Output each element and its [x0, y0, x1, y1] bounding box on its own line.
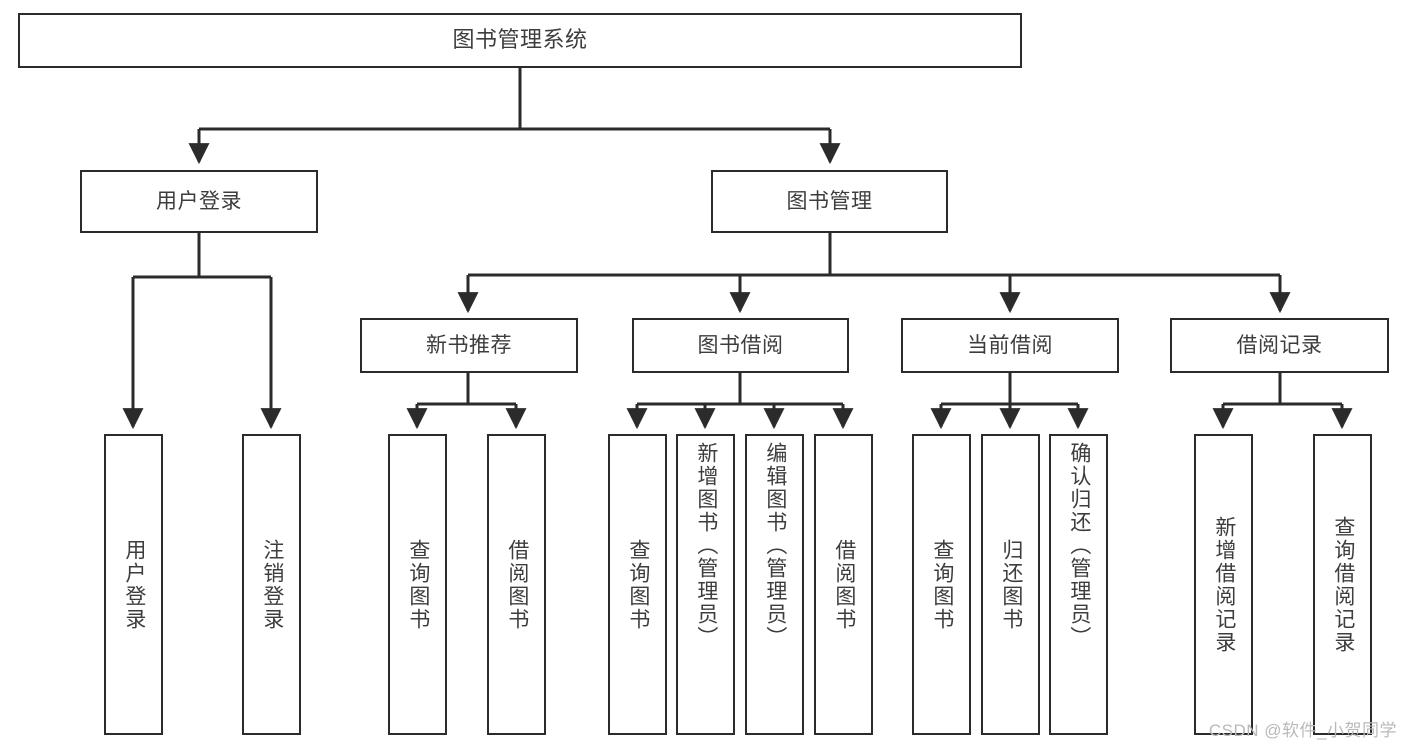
leaf-borrow-book[interactable]: 借阅图书 [814, 434, 873, 735]
node-label: 图书管理系统 [452, 27, 588, 53]
node-book-borrow[interactable]: 图书借阅 [632, 318, 849, 373]
node-label: 编辑图书（管理员） [763, 442, 787, 649]
leaf-confirm-return-admin[interactable]: 确认归还（管理员） [1049, 434, 1108, 735]
node-label: 用户登录 [156, 189, 242, 213]
node-label: 当前借阅 [967, 333, 1053, 357]
node-new-book-recommend[interactable]: 新书推荐 [360, 318, 578, 373]
node-label: 图书借阅 [697, 333, 784, 357]
node-label: 查询图书 [626, 538, 650, 631]
node-book-management[interactable]: 图书管理 [711, 170, 948, 233]
node-root-system[interactable]: 图书管理系统 [18, 13, 1022, 68]
node-label: 查询图书 [930, 538, 954, 631]
leaf-query-book-recommend[interactable]: 查询图书 [388, 434, 447, 735]
node-label: 查询借阅记录 [1331, 515, 1355, 654]
node-label: 查询图书 [406, 538, 430, 631]
node-label: 确认归还（管理员） [1067, 442, 1091, 649]
node-label: 新增借阅记录 [1212, 515, 1236, 654]
node-label: 注销登录 [260, 538, 284, 631]
node-label: 借阅图书 [832, 538, 856, 631]
leaf-add-book-admin[interactable]: 新增图书（管理员） [676, 434, 735, 735]
node-label: 图书管理 [786, 189, 873, 213]
leaf-borrow-book-recommend[interactable]: 借阅图书 [487, 434, 546, 735]
leaf-query-book-borrow[interactable]: 查询图书 [608, 434, 667, 735]
node-label: 新增图书（管理员） [694, 442, 718, 649]
node-label: 新书推荐 [426, 333, 512, 357]
node-label: 用户登录 [122, 538, 146, 631]
leaf-edit-book-admin[interactable]: 编辑图书（管理员） [745, 434, 804, 735]
node-label: 借阅图书 [505, 538, 529, 631]
node-label: 借阅记录 [1236, 333, 1323, 357]
leaf-add-borrow-record[interactable]: 新增借阅记录 [1194, 434, 1253, 735]
node-user-login[interactable]: 用户登录 [80, 170, 318, 233]
csdn-watermark: CSDN @软件_小贺同学 [1208, 721, 1397, 740]
node-borrow-record[interactable]: 借阅记录 [1170, 318, 1389, 373]
leaf-user-login[interactable]: 用户登录 [104, 434, 163, 735]
leaf-query-book-current[interactable]: 查询图书 [912, 434, 971, 735]
leaf-query-borrow-record[interactable]: 查询借阅记录 [1313, 434, 1372, 735]
leaf-logout[interactable]: 注销登录 [242, 434, 301, 735]
leaf-return-book[interactable]: 归还图书 [981, 434, 1040, 735]
node-current-borrow[interactable]: 当前借阅 [901, 318, 1119, 373]
node-label: 归还图书 [999, 538, 1023, 631]
